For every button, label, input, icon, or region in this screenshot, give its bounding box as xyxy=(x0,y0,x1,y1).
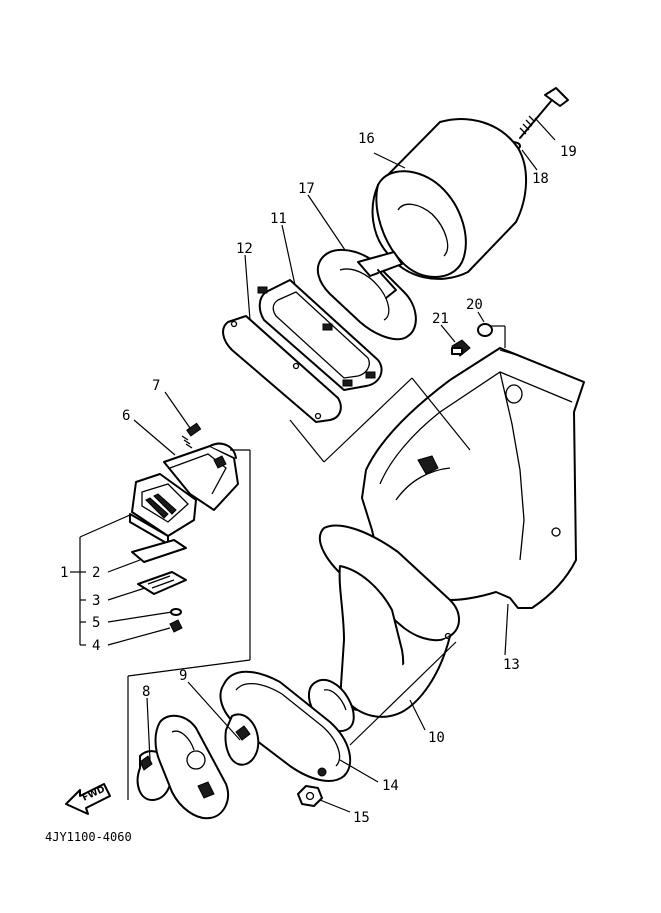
part-7-bolt xyxy=(181,422,202,449)
callout-8: 8 xyxy=(142,684,150,700)
part-16-air-filter-element xyxy=(371,118,528,280)
part-4-screw xyxy=(169,619,183,633)
callout-21: 21 xyxy=(432,311,449,327)
forward-arrow: FWD xyxy=(65,783,111,815)
callout-13: 13 xyxy=(503,657,520,673)
part-15-nut xyxy=(297,785,323,807)
part-3-stopper xyxy=(137,571,187,595)
part-11-joint-plate xyxy=(257,279,383,391)
callout-14: 14 xyxy=(382,778,399,794)
part-19-bolt xyxy=(519,87,569,139)
part-12-gasket xyxy=(222,315,342,423)
callout-20: 20 xyxy=(466,297,483,313)
part-10-intake-boot xyxy=(318,524,460,718)
callout-11: 11 xyxy=(270,211,287,227)
part-13-air-filter-case xyxy=(361,347,585,609)
callout-2: 2 xyxy=(92,565,100,581)
part-1-reed-valve-assembly xyxy=(129,473,197,545)
part-20-washer xyxy=(477,323,493,337)
callout-10: 10 xyxy=(428,730,445,746)
callouts: 1 2 3 5 4 6 7 8 9 10 11 12 13 14 15 16 1… xyxy=(60,131,577,826)
leader-lines xyxy=(70,117,556,813)
callout-16: 16 xyxy=(358,131,375,147)
callout-12: 12 xyxy=(236,241,253,257)
part-17-filter-guide xyxy=(316,249,417,341)
drawing-code: 4JY1100-4060 xyxy=(45,830,132,844)
callout-4: 4 xyxy=(92,638,100,654)
callout-5: 5 xyxy=(92,615,100,631)
callout-1: 1 xyxy=(60,565,68,581)
callout-15: 15 xyxy=(353,810,370,826)
callout-7: 7 xyxy=(152,378,160,394)
part-6-reed-valve-manifold xyxy=(163,442,239,511)
callout-3: 3 xyxy=(92,593,100,609)
carburetor-joint xyxy=(154,714,229,820)
part-9-clamp xyxy=(224,713,260,766)
callout-17: 17 xyxy=(298,181,315,197)
part-2-reed-petal xyxy=(131,539,187,563)
callout-19: 19 xyxy=(560,144,577,160)
callout-18: 18 xyxy=(532,171,549,187)
callout-6: 6 xyxy=(122,408,130,424)
part-5-washer xyxy=(170,608,182,616)
part-21-screw xyxy=(451,339,471,357)
callout-9: 9 xyxy=(179,668,187,684)
